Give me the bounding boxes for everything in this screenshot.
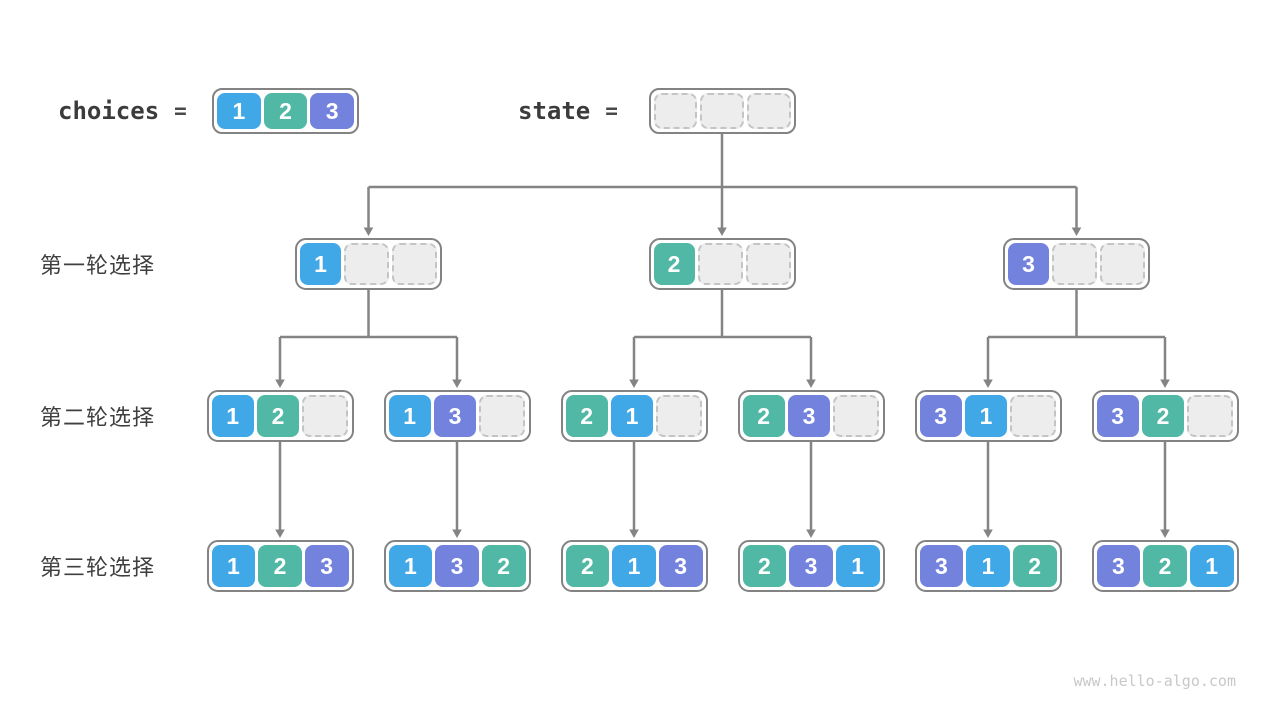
choices-label: choices — [58, 97, 160, 125]
array-cell-empty — [697, 243, 743, 285]
array-cell-value: 2 — [1141, 395, 1185, 437]
choices-caption: choices = — [58, 88, 187, 134]
array-cell-value: 2 — [565, 545, 610, 587]
array-cell-empty — [392, 243, 437, 285]
array-cell-value: 1 — [388, 395, 431, 437]
array-cell-value: 3 — [658, 545, 703, 587]
array-cell-empty — [833, 395, 880, 437]
round-1-label: 第一轮选择 — [40, 253, 156, 278]
array-cell-value: 2 — [258, 545, 302, 587]
array-cell-value: 3 — [304, 545, 349, 587]
array-cell-empty — [745, 243, 791, 285]
state-label: state — [518, 97, 591, 125]
array-cell-value: 1 — [610, 395, 654, 437]
array-cell-value: 3 — [919, 545, 964, 587]
array-cell-value: 3 — [435, 545, 479, 587]
array-cell-value: 1 — [612, 545, 656, 587]
array-cell-value: 3 — [787, 395, 831, 437]
array-cell-empty — [656, 395, 703, 437]
array-cell-value: 2 — [263, 93, 308, 129]
round-3-label: 第三轮选择 — [40, 555, 156, 580]
array-cell-value: 1 — [211, 395, 254, 437]
choices-equals-sign: = — [174, 99, 187, 123]
state-caption: state = — [518, 88, 618, 134]
array-cell-empty — [746, 93, 791, 129]
array-cell-value: 1 — [964, 395, 1008, 437]
array-cell-value: 1 — [211, 545, 256, 587]
array-cell-value: 2 — [742, 545, 787, 587]
array-cell-empty — [302, 395, 349, 437]
array-cell-value: 1 — [217, 93, 261, 129]
array-cell-empty — [1052, 243, 1097, 285]
array-node: 2 — [648, 238, 796, 290]
array-cell-value: 2 — [256, 395, 300, 437]
array-cell-value: 1 — [300, 243, 341, 285]
array-cell-value: 2 — [565, 395, 608, 437]
state-array — [648, 88, 796, 134]
array-cell-value: 2 — [1012, 545, 1057, 587]
array-cell-value: 1 — [388, 545, 433, 587]
array-cell-empty — [653, 93, 698, 129]
array-cell-value: 3 — [1096, 395, 1139, 437]
array-cell-value: 2 — [481, 545, 526, 587]
array-cell-empty — [1010, 395, 1057, 437]
array-cell-empty — [1187, 395, 1234, 437]
array-cell-value: 3 — [789, 545, 833, 587]
array-cell-value: 1 — [835, 545, 880, 587]
array-cell-value: 2 — [653, 243, 695, 285]
array-cell-value: 3 — [919, 395, 962, 437]
array-cell-value: 3 — [1008, 243, 1049, 285]
array-cell-empty — [479, 395, 526, 437]
array-cell-value: 2 — [742, 395, 785, 437]
array-cell-value: 3 — [433, 395, 477, 437]
array-cell-value: 3 — [1096, 545, 1141, 587]
array-cell-empty — [700, 93, 744, 129]
array-cell-value: 3 — [310, 93, 355, 129]
array-cell-empty — [344, 243, 389, 285]
array-cell-value: 1 — [966, 545, 1010, 587]
round-2-label: 第二轮选择 — [40, 405, 156, 430]
array-node: 1 — [295, 238, 442, 290]
array-cell-value: 2 — [1143, 545, 1187, 587]
array-cell-value: 1 — [1189, 545, 1234, 587]
array-cell-empty — [1100, 243, 1145, 285]
array-node: 3 — [1003, 238, 1150, 290]
state-equals-sign: = — [605, 99, 618, 123]
watermark: www.hello-algo.com — [1073, 672, 1236, 690]
